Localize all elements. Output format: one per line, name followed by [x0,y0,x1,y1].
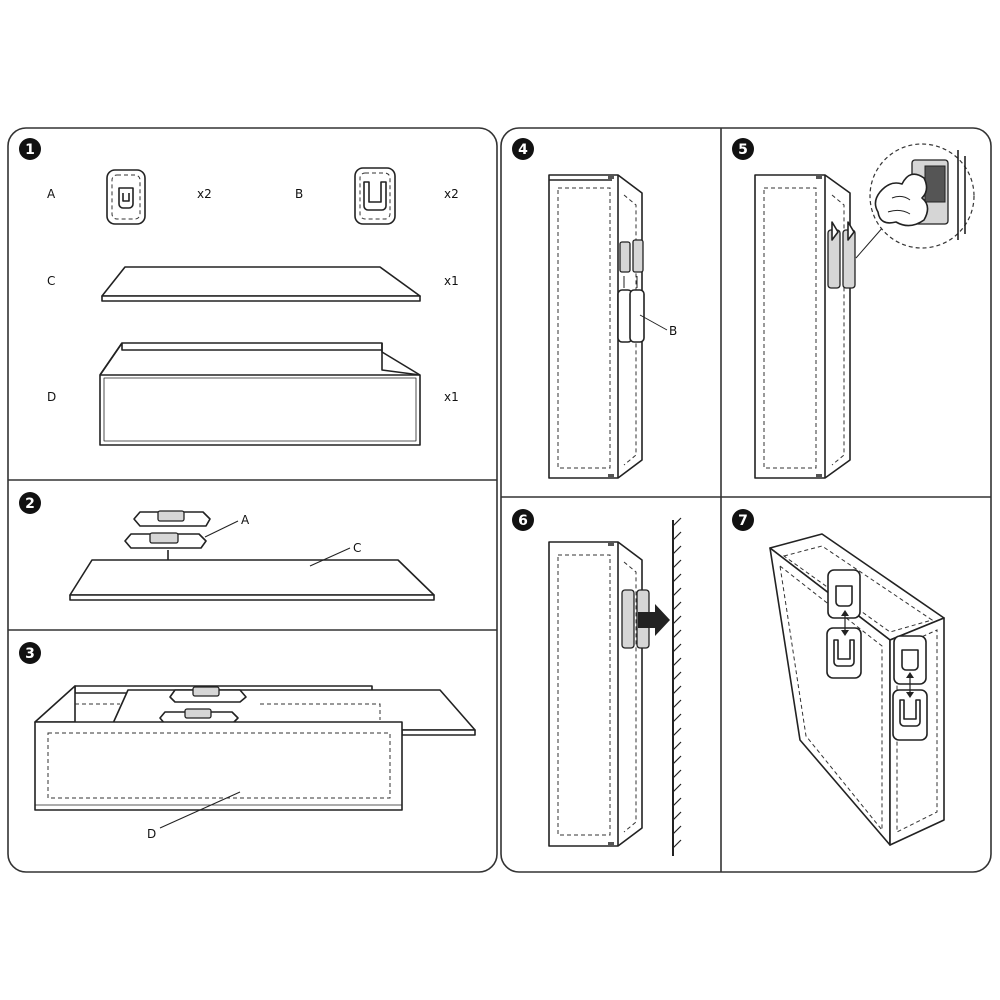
svg-text:5: 5 [738,142,748,158]
step-badge-7: 7 [732,509,754,531]
step-badge-4: 4 [512,138,534,160]
part-b-letter: B [295,187,303,201]
svg-text:7: 7 [738,513,748,529]
part-c-board [101,266,421,302]
step4-illustration: B [548,174,677,479]
step3-callout-d: D [147,827,156,841]
step5-illustration [754,143,975,479]
step7-illustration [769,533,945,846]
part-d-box [99,342,421,446]
step6-illustration [548,517,682,856]
step-badge-6: 6 [512,509,534,531]
step2-callout-a: A [241,513,250,527]
svg-text:3: 3 [25,646,35,662]
part-c-letter: C [47,274,55,288]
step-badge-3: 3 [19,642,41,664]
svg-text:6: 6 [518,513,528,529]
svg-text:1: 1 [25,142,35,158]
svg-text:2: 2 [25,496,35,512]
step-badge-2: 2 [19,492,41,514]
step3-illustration: D [34,685,476,841]
part-d-qty: x1 [444,390,459,404]
part-a-hook-icon [106,169,146,225]
part-d-letter: D [47,390,56,404]
svg-text:4: 4 [518,142,528,158]
step4-callout-b: B [669,324,677,338]
part-a-letter: A [47,187,56,201]
part-a-qty: x2 [197,187,212,201]
part-c-qty: x1 [444,274,459,288]
step2-callout-c: C [353,541,361,555]
step-badge-5: 5 [732,138,754,160]
step1-parts-list: A x2 B x2 C x1 D x1 [47,167,459,446]
part-b-qty: x2 [444,187,459,201]
step2-illustration: A C [69,510,435,601]
step-badge-1: 1 [19,138,41,160]
part-b-hook-icon [354,167,396,225]
